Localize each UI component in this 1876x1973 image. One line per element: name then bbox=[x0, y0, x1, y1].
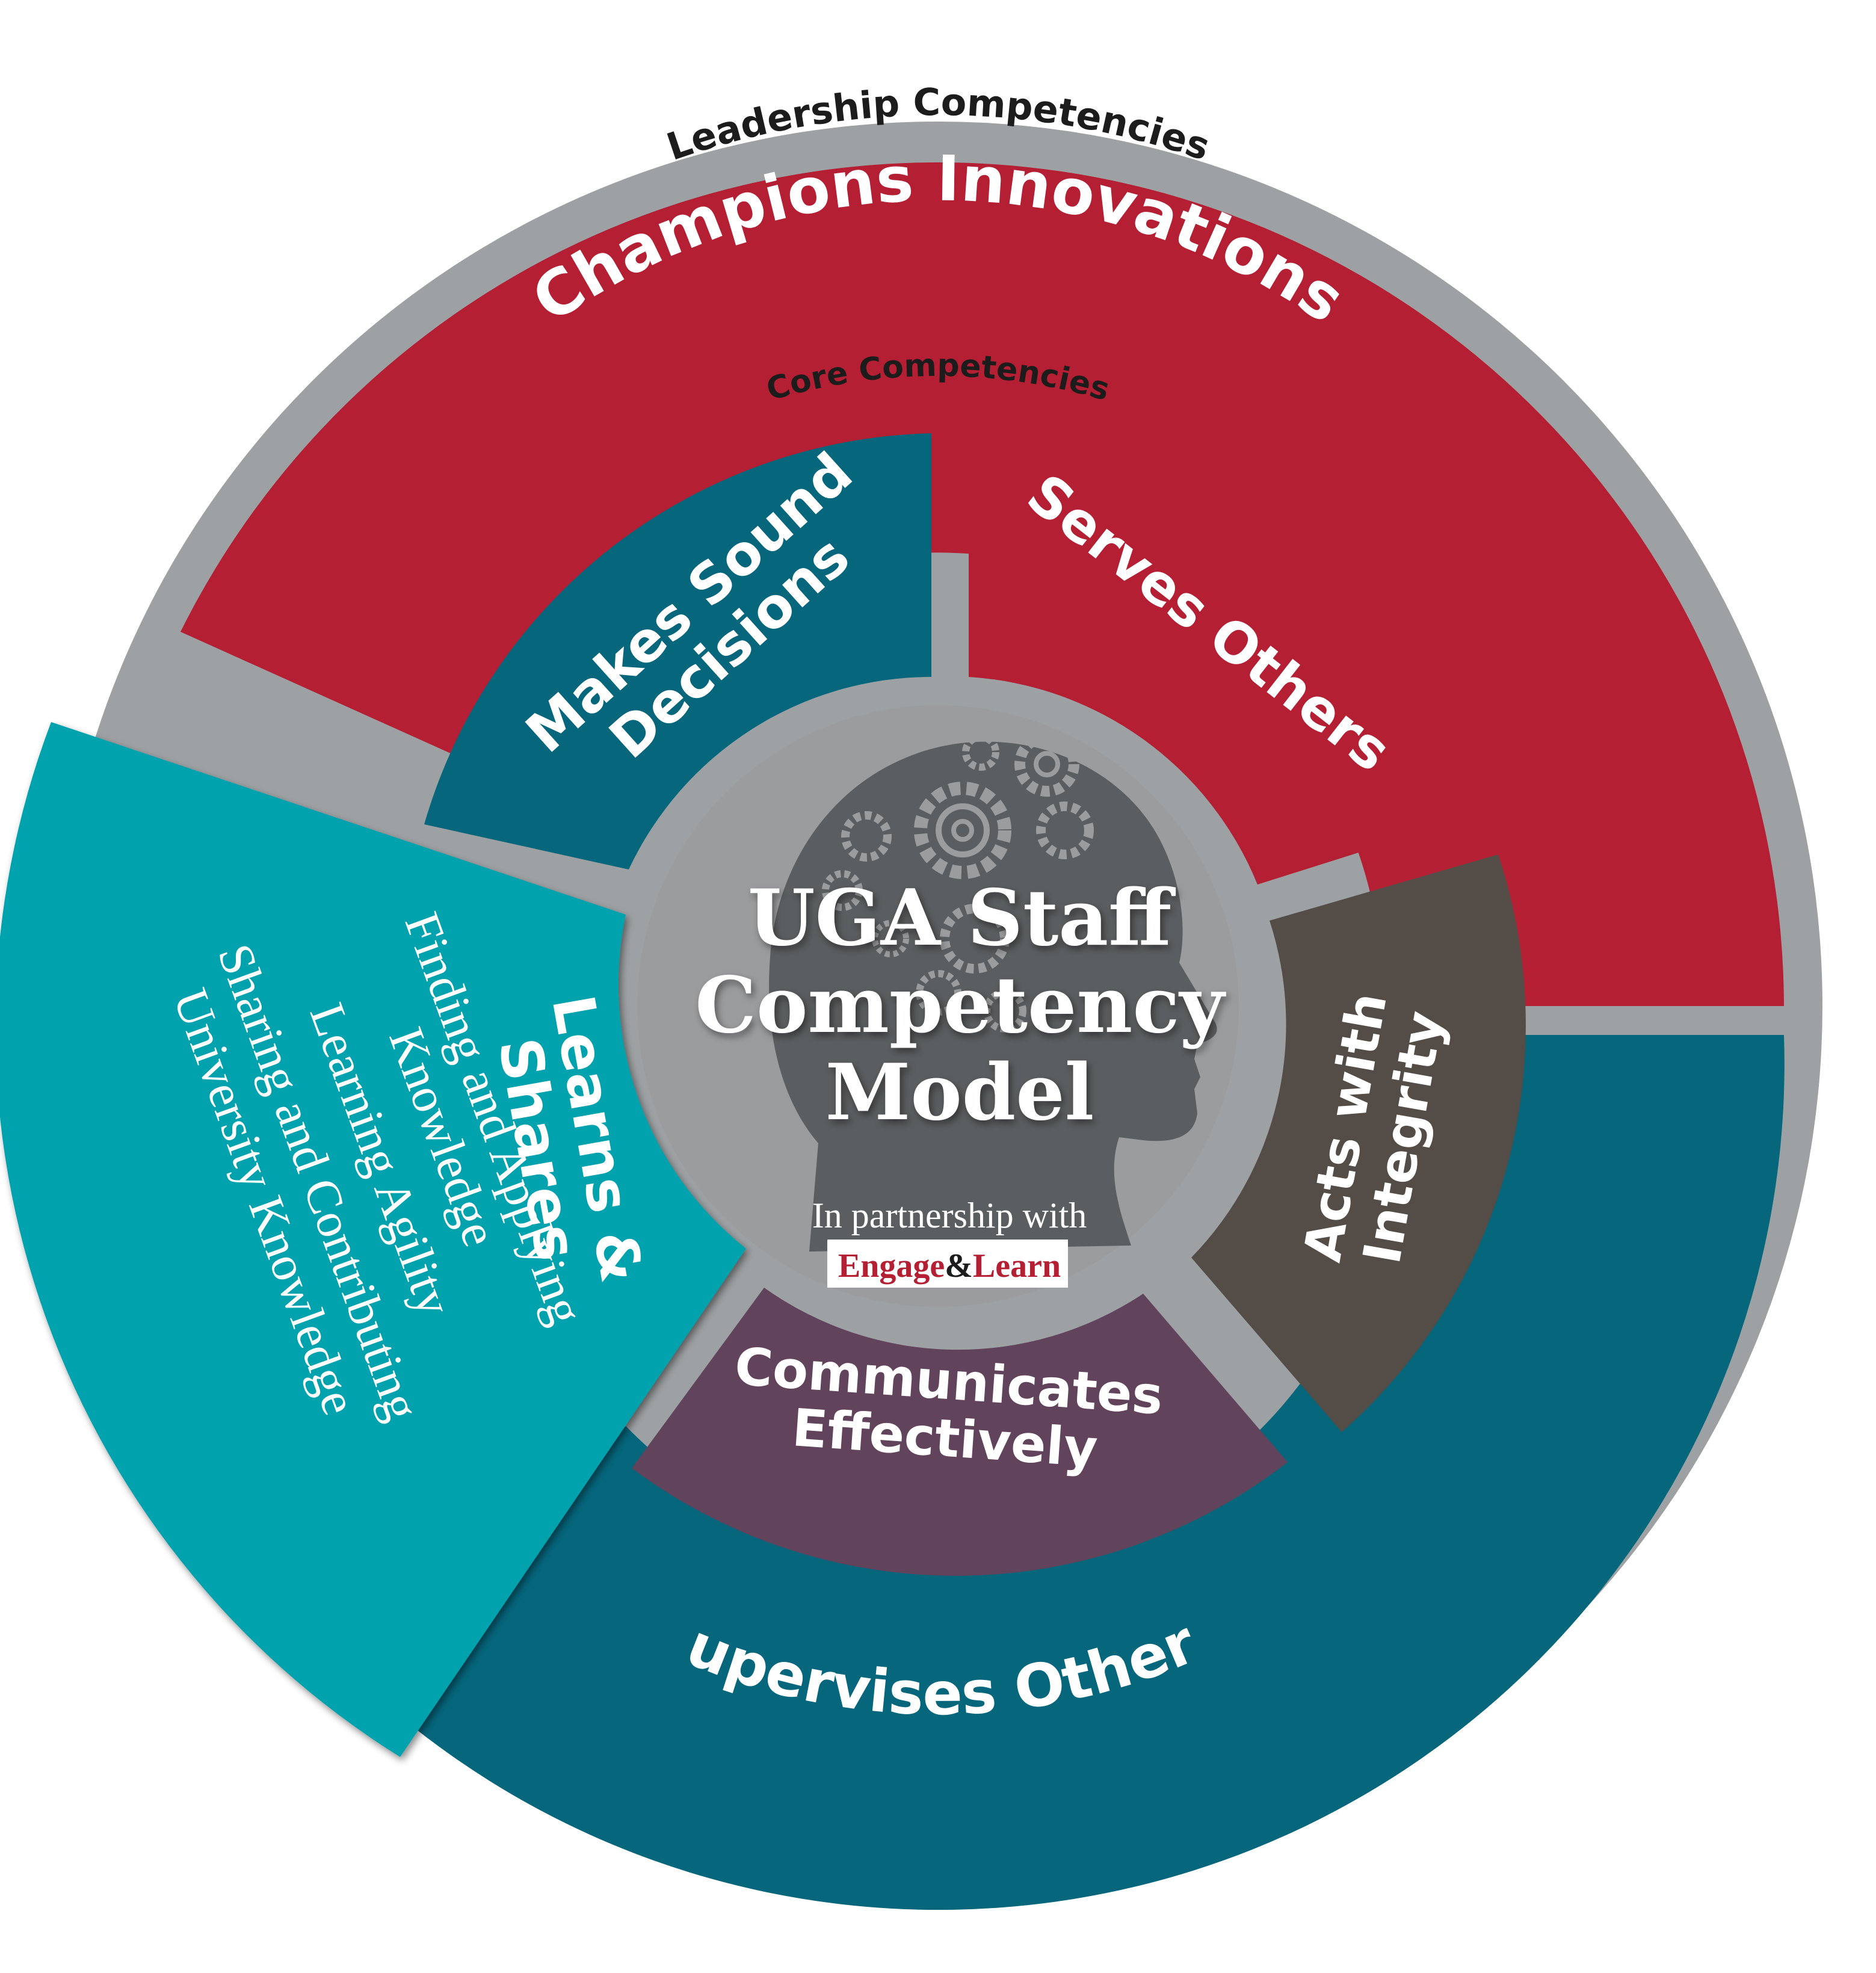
communicates-effectively-group: Communicates Effectively bbox=[733, 1336, 1165, 1479]
partnership-box bbox=[827, 1240, 1068, 1288]
brand-part-1: Engage bbox=[838, 1247, 945, 1285]
center-title: UGA Staff Competency Model bbox=[695, 873, 1226, 1138]
title-line-3: Model bbox=[825, 1048, 1094, 1138]
brand-amp: & bbox=[945, 1247, 973, 1285]
title-line-2: Competency bbox=[695, 960, 1226, 1051]
brand-part-2: Learn bbox=[973, 1247, 1061, 1285]
learns-and-shares-wedge bbox=[0, 722, 746, 1757]
makes-sound-decisions-segment bbox=[424, 433, 931, 869]
serves-others-segment bbox=[969, 433, 1486, 885]
partnership-text: In partnership with bbox=[812, 1196, 1087, 1235]
engage-learn-logo: Engage&Learn bbox=[838, 1247, 1061, 1285]
gears-icon bbox=[822, 732, 1094, 1033]
acts-with-integrity-segment bbox=[1191, 854, 1526, 1432]
title-line-1: UGA Staff bbox=[748, 873, 1176, 963]
communicates-effectively-segment bbox=[632, 1288, 1288, 1576]
